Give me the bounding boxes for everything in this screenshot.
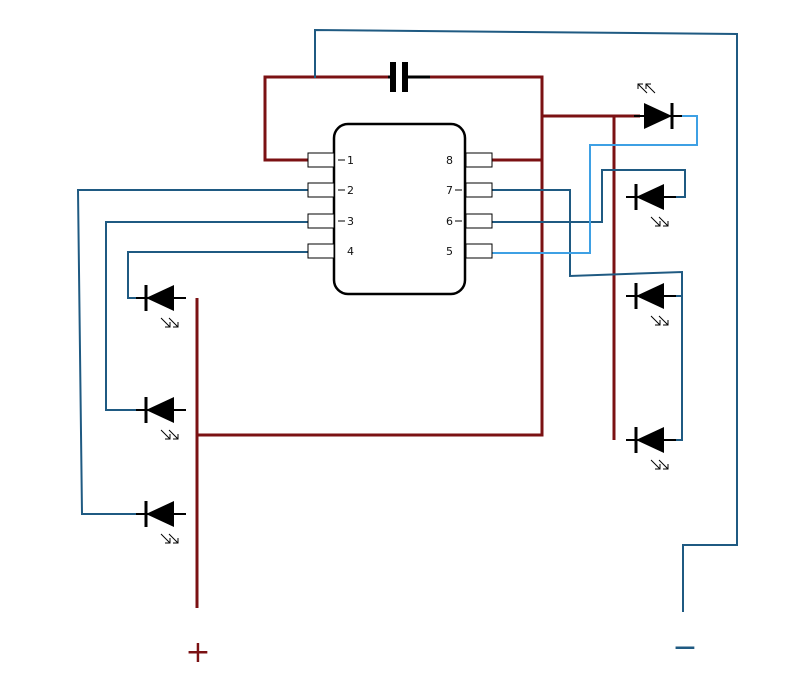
negative-terminal-label: −: [672, 630, 697, 665]
wire-pin2: [76, 189, 308, 515]
wire-negative: [314, 28, 738, 612]
chip-pin-2: [307, 182, 335, 198]
positive-wiring: [195, 75, 640, 608]
wire-pin5-receiver: [492, 115, 698, 254]
wire-cap-left: [263, 75, 388, 162]
ic-chip: 1 2 3 4 8 7 6 5: [307, 122, 493, 296]
chip-pin-label: 6: [446, 215, 453, 228]
led-right-top: [626, 184, 676, 227]
chip-pin-5: [465, 243, 493, 259]
positive-terminal-label: +: [185, 635, 210, 670]
chip-pin-label: 7: [446, 184, 453, 197]
chip-pin-6: [465, 213, 493, 229]
chip-pin-8: [465, 152, 493, 168]
led-right-bottom: [626, 427, 676, 470]
wire-pin4: [127, 251, 308, 299]
chip-pin-4: [307, 243, 335, 259]
chip-body: [332, 122, 467, 296]
chip-pin-label: 4: [347, 245, 354, 258]
chip-pin-label: 5: [446, 245, 453, 258]
led-left-bottom: [136, 501, 186, 544]
chip-pin-7: [465, 182, 493, 198]
capacitor-icon: [388, 62, 430, 92]
wire-pin3: [105, 221, 308, 411]
wire-pin7: [492, 189, 683, 441]
chip-pin-3: [307, 213, 335, 229]
chip-pin-label: 2: [347, 184, 354, 197]
wire-cap-right: [197, 75, 544, 437]
led-left-top: [136, 285, 186, 328]
led-left-middle: [136, 397, 186, 440]
photodiode-icon: [634, 83, 682, 129]
chip-pin-label: 3: [347, 215, 354, 228]
led-right-middle: [626, 283, 676, 326]
chip-pin-label: 8: [446, 154, 453, 167]
wire-receiver-bus: [542, 114, 616, 440]
wire-pin6: [492, 169, 686, 223]
chip-pin-1: [307, 152, 335, 168]
chip-pin-label: 1: [347, 154, 354, 167]
